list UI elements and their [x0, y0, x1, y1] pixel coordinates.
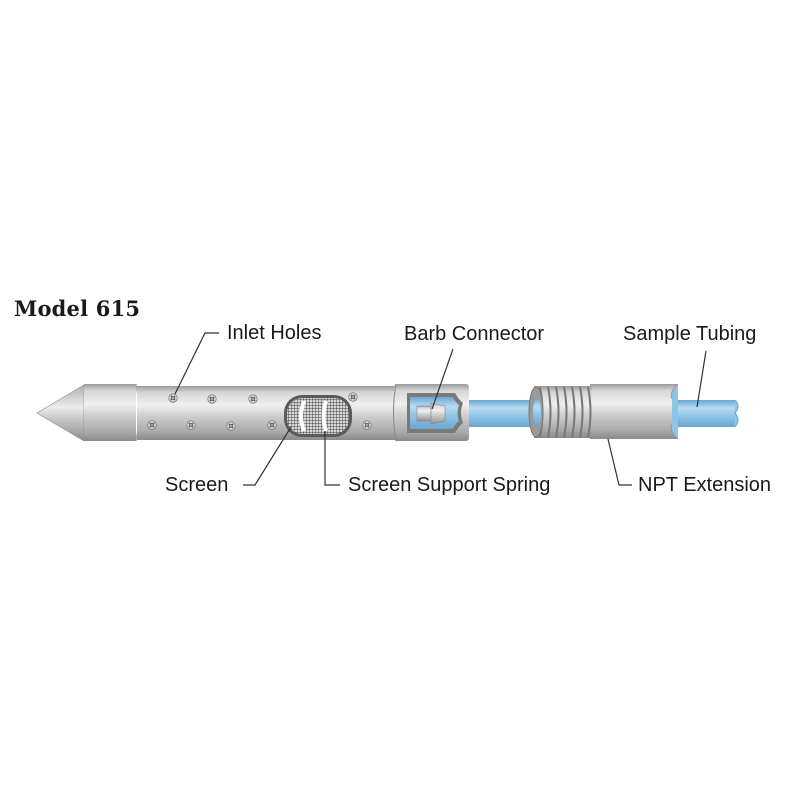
leader-screen-support-spring [324, 431, 340, 486]
leader-barb-connector [431, 348, 454, 410]
label-sample-tubing: Sample Tubing [623, 323, 757, 345]
label-barb-connector: Barb Connector [404, 323, 545, 345]
diagram-title: Model 615 [14, 296, 141, 321]
label-npt-extension: NPT Extension [638, 474, 772, 496]
leader-lines [174, 332, 707, 486]
npt-extension [528, 383, 679, 440]
leader-npt-extension [607, 438, 632, 486]
label-screen-support-spring: Screen Support Spring [348, 474, 551, 496]
leader-sample-tubing [696, 350, 707, 408]
label-inlet-holes: Inlet Holes [227, 322, 322, 344]
leader-screen [243, 426, 292, 486]
label-screen: Screen [165, 474, 229, 496]
barb-connector-coupling [393, 383, 469, 442]
barb-fitting [416, 402, 446, 425]
screen-support-spring [299, 400, 328, 432]
drive-point-tip [36, 383, 139, 442]
npt-threads [528, 386, 592, 438]
leader-inlet-holes [174, 332, 219, 395]
screen [284, 395, 352, 437]
probe-body [137, 386, 395, 440]
